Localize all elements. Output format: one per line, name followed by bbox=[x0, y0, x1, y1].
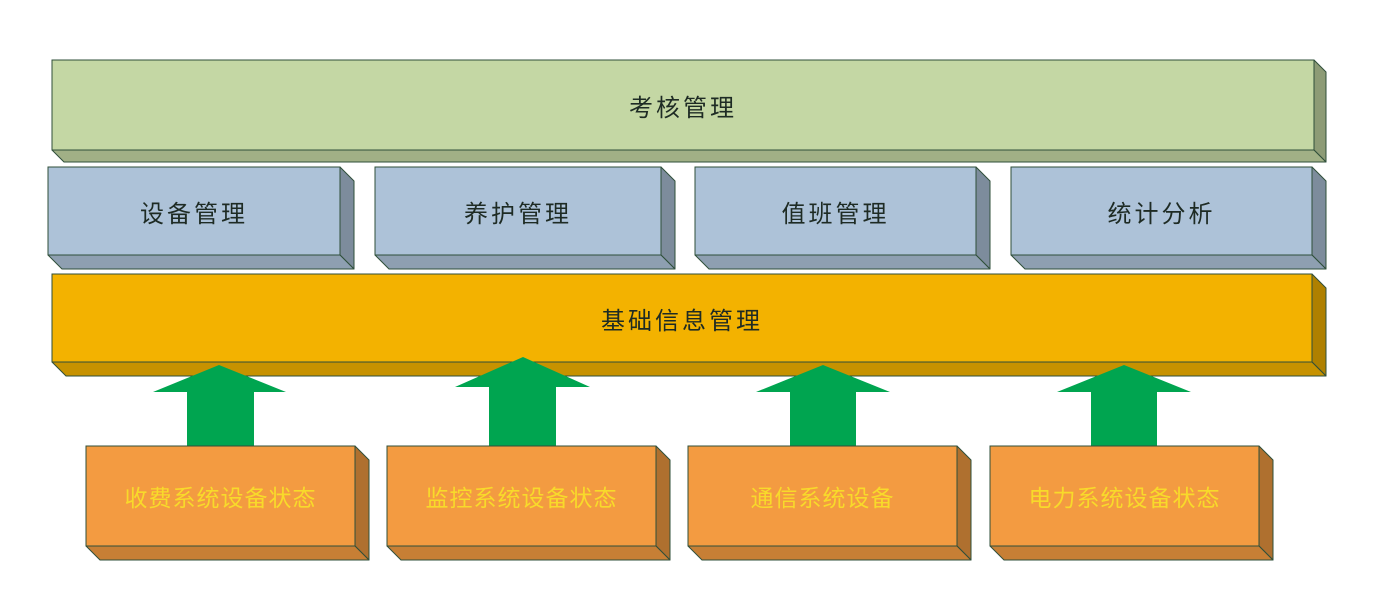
base-box-side bbox=[1311, 273, 1327, 377]
source-box-side bbox=[354, 445, 370, 561]
source-box-side bbox=[956, 445, 972, 561]
module-box-bottom bbox=[1010, 254, 1327, 270]
source-label: 通信系统设备 bbox=[750, 486, 895, 512]
source-label: 收费系统设备状态 bbox=[124, 486, 317, 512]
source-box-side bbox=[1258, 445, 1274, 561]
module-box-side bbox=[339, 166, 355, 270]
source-box-3 bbox=[989, 445, 1274, 561]
source-box-bottom bbox=[687, 545, 972, 561]
top-label: 考核管理 bbox=[629, 93, 737, 122]
module-box-bottom bbox=[47, 254, 355, 270]
base-box-front bbox=[51, 273, 1313, 363]
module-box-front bbox=[1010, 166, 1313, 256]
up-arrow-icon bbox=[455, 357, 590, 446]
top-box bbox=[51, 59, 1327, 163]
module-box-front bbox=[374, 166, 662, 256]
source-box-0 bbox=[85, 445, 370, 561]
top-box-side bbox=[1313, 59, 1327, 163]
source-box-front bbox=[989, 445, 1260, 547]
module-label: 值班管理 bbox=[781, 199, 890, 228]
module-box-side bbox=[660, 166, 676, 270]
source-box-1 bbox=[386, 445, 671, 561]
module-box-front bbox=[47, 166, 341, 256]
module-box-2 bbox=[694, 166, 991, 270]
up-arrow-icon bbox=[1057, 365, 1191, 446]
module-box-3 bbox=[1010, 166, 1327, 270]
source-box-side bbox=[655, 445, 671, 561]
module-box-front bbox=[694, 166, 977, 256]
source-box-front bbox=[386, 445, 657, 547]
module-box-bottom bbox=[374, 254, 676, 270]
base-box bbox=[51, 273, 1327, 377]
source-label: 电力系统设备状态 bbox=[1028, 486, 1221, 512]
module-box-bottom bbox=[694, 254, 991, 270]
up-arrow-icon bbox=[756, 365, 890, 446]
module-label: 养护管理 bbox=[464, 199, 572, 228]
source-box-bottom bbox=[386, 545, 671, 561]
top-box-bottom bbox=[51, 149, 1327, 163]
source-box-bottom bbox=[989, 545, 1274, 561]
module-box-side bbox=[1311, 166, 1327, 270]
module-label: 设备管理 bbox=[140, 199, 248, 228]
module-box-1 bbox=[374, 166, 676, 270]
module-box-side bbox=[975, 166, 991, 270]
base-label: 基础信息管理 bbox=[601, 306, 763, 335]
up-arrow-icon bbox=[153, 365, 286, 446]
module-label: 统计分析 bbox=[1107, 199, 1216, 228]
top-box-front bbox=[51, 59, 1315, 151]
source-box-2 bbox=[687, 445, 972, 561]
source-box-front bbox=[85, 445, 356, 547]
source-label: 监控系统设备状态 bbox=[425, 486, 618, 512]
source-box-bottom bbox=[85, 545, 370, 561]
source-box-front bbox=[687, 445, 958, 547]
module-box-0 bbox=[47, 166, 355, 270]
